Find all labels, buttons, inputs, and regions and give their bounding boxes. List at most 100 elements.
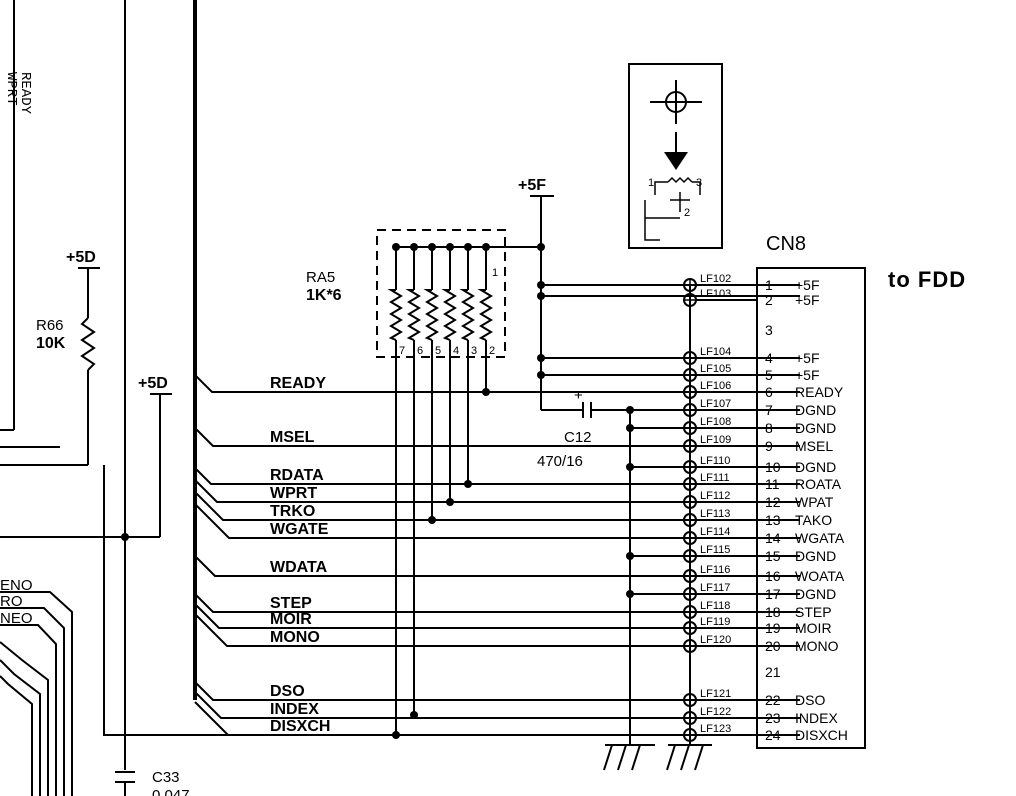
signal-wire-trko [194,491,800,521]
pin-number: 6 [765,384,773,400]
pin-number: 12 [765,494,781,510]
filter-label: LF123 [700,723,731,735]
signal-label-disxch: DISXCH [270,718,330,735]
power-label-5f: +5F [518,177,546,194]
signal-wire-step [194,593,800,613]
signal-wire-index [194,691,800,719]
pin-name: +5F [795,277,820,293]
pin-number: 1 [765,277,773,293]
c12-ref: C12 [564,429,592,446]
pin-number: 7 [765,402,773,418]
ra5-ref: RA5 [306,269,335,286]
pin-name: +5F [795,292,820,308]
filter-label: LF110 [700,455,730,467]
pin-name: DGND [795,586,836,602]
pin-number: 16 [765,568,781,584]
filter-label: LF108 [700,416,731,428]
resistor-r66-symbol [80,317,96,371]
filter-label: LF106 [700,380,731,392]
filter-lf108: LF108 [683,416,757,435]
filter-label: LF102 [700,273,731,285]
filter-lf107: LF107 [683,398,757,417]
pin-number: 3 [765,322,773,338]
filter-label: LF119 [700,616,730,628]
ra5-pin-1: 1 [492,267,498,279]
filter-label: LF111 [700,472,730,484]
filter-label: LF115 [700,544,730,556]
ra5-resistor-2 [477,289,493,341]
filter-lf118: LF118 [683,600,757,619]
filter-label: LF112 [700,490,730,502]
pin-number: 20 [765,638,781,654]
signal-label-rdata: RDATA [270,467,324,484]
capacitor-c33: C33 0.047 [115,769,190,796]
filter-label: LF114 [700,526,730,538]
signal-label-wgate: WGATE [270,521,329,538]
filter-lf103: LF103 [683,288,757,307]
filter-label: LF104 [700,346,731,358]
fragment-label-1: ENO [0,577,33,594]
pin-number: 17 [765,586,781,602]
filter-lf102: LF102 [683,273,757,292]
filter-label: LF118 [700,600,730,612]
pin-name: INDEX [795,710,838,726]
filter-lf106: LF106 [683,380,757,399]
pin-number: 9 [765,438,773,454]
pin-number: 11 [765,476,780,492]
filter-lf122: LF122 [683,706,757,725]
filter-lf120: LF120 [683,634,757,653]
ra5-pin-label: 7 [399,345,405,357]
ra5-resistor-5 [423,289,439,341]
filter-lf116: LF116 [683,564,757,583]
pin-name: +5F [795,367,820,383]
signal-wire-msel [194,427,800,447]
r66-group: +5D R66 10K [36,249,100,465]
inset-pin-2: 2 [684,207,690,219]
filter-lf110: LF110 [683,455,757,474]
pin-name: DGND [795,402,836,418]
filter-label: LF121 [700,688,731,700]
pin-name: MSEL [795,438,833,454]
pin-name: MONO [795,638,839,654]
pin-name: READY [795,384,844,400]
signal-wire-disxch [194,701,800,736]
pin-name: DGND [795,459,836,475]
pin-name: WPAT [795,494,834,510]
pin-name: WOATA [795,568,845,584]
pin-number: 8 [765,420,773,436]
c12-value: 470/16 [537,453,583,470]
filter-lf119: LF119 [683,616,757,635]
p5d-second: +5D [121,375,172,541]
ra5-pin-label: 4 [453,345,459,357]
pin-number: 15 [765,548,781,564]
ra5-pin-label: 2 [489,345,495,357]
left-module-fragment [0,0,160,538]
ra5-value: 1K*6 [306,287,342,304]
pin-number: 5 [765,367,773,383]
pin-number: 13 [765,512,781,528]
signal-wire-ready [194,374,800,393]
pin-name: DISXCH [795,727,848,743]
vertical-label-wprt: WPRT [3,72,19,106]
capacitor-c33-ref: C33 [152,769,180,786]
signal-label-step: STEP [270,595,312,612]
filter-label: LF122 [700,706,731,718]
pin-name: DSO [795,692,825,708]
inset-pin-3: 3 [696,177,702,189]
fragment-label-2: RO [0,593,23,610]
left-bottom-fragment: ENO RO NEO [0,577,73,796]
filter-lf117: LF117 [683,582,757,601]
ra5-resistor-6 [405,289,421,341]
signal-label-msel: MSEL [270,429,315,446]
power-label-5d: +5D [66,249,96,266]
signal-label-mono: MONO [270,629,320,646]
signal-label-wdata: WDATA [270,559,328,576]
pin-name: WGATA [795,530,845,546]
pin-number: 18 [765,604,781,620]
pin-number: 2 [765,292,773,308]
power-label-5d-2: +5D [138,375,168,392]
arrow-down-icon [664,152,688,170]
signal-wire-rdata [194,467,800,485]
